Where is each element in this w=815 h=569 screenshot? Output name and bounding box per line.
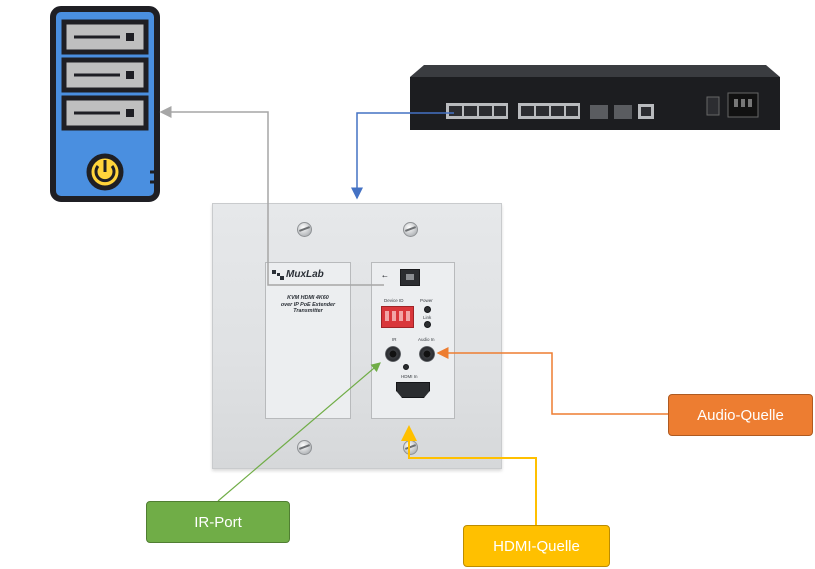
hdmi-in-label: HDMI In (401, 374, 418, 379)
audio-source-callout: Audio-Quelle (668, 394, 813, 436)
computer-tower-icon (50, 6, 160, 202)
power-label: Power (420, 298, 433, 303)
hdmi-source-callout: HDMI-Quelle (463, 525, 610, 567)
screw-icon (403, 440, 418, 455)
hdmi-in-port (396, 382, 430, 398)
product-line: over IP PoE Extender (280, 301, 336, 308)
ir-jack (385, 346, 401, 362)
product-line: Transmitter (293, 308, 323, 315)
ir-label: IR (392, 337, 397, 342)
usb-b-port (400, 269, 420, 286)
device-id-dip-switch (381, 306, 414, 328)
kvm-extender-wall-plate: MuxLab KVM HDMI 4K60 over IP PoE Extende… (212, 203, 502, 469)
muxlab-logo-icon (272, 269, 284, 280)
audio-in-label: Audio In (418, 337, 435, 342)
power-led (424, 306, 431, 313)
network-switch-icon (410, 65, 780, 130)
usb-symbol-icon: ⭠ (382, 273, 388, 280)
brand-name: MuxLab (286, 269, 324, 280)
ir-port-callout: IR-Port (146, 501, 290, 543)
screw-icon (403, 222, 418, 237)
link-led (424, 321, 431, 328)
extender-label-module: MuxLab KVM HDMI 4K60 over IP PoE Extende… (265, 262, 351, 419)
muxlab-logo: MuxLab (272, 269, 324, 280)
audio-in-jack (419, 346, 435, 362)
computer-tower (50, 6, 160, 202)
screw-icon (297, 222, 312, 237)
screw-icon (297, 440, 312, 455)
network-switch (410, 65, 780, 130)
extender-port-module: ⭠ Device ID Power Link IR Audio In HDMI … (371, 262, 455, 419)
product-line: KVM HDMI 4K60 (287, 295, 329, 301)
ir-sensor (403, 364, 409, 370)
link-label: Link (423, 315, 432, 320)
product-description: KVM HDMI 4K60 over IP PoE Extender Trans… (268, 295, 348, 315)
device-id-label: Device ID (384, 298, 404, 303)
